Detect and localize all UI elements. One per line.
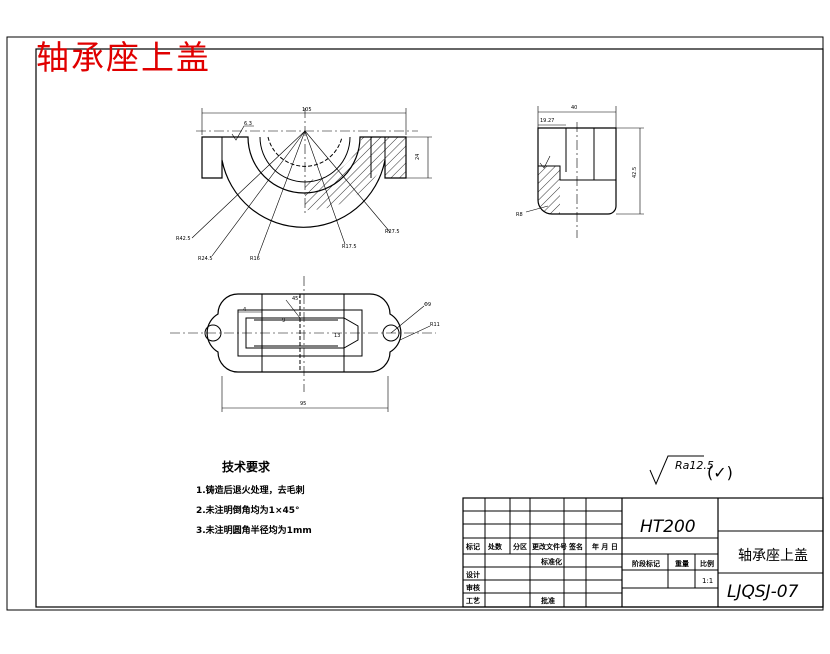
front-dim-width: 105 — [302, 107, 312, 113]
header-mark: 标记 — [465, 542, 480, 551]
stage-mark-label: 阶段标记 — [632, 559, 660, 568]
front-roughness: 6.3 — [244, 121, 252, 127]
material-label: HT200 — [640, 517, 696, 537]
technical-requirements-heading: 技术要求 — [222, 460, 271, 474]
plan-dim-hole: Φ9 — [424, 302, 431, 308]
plan-view — [170, 276, 436, 412]
plan-dim-9: 9 — [282, 318, 285, 324]
front-r3: R16 — [250, 256, 260, 262]
plan-dim-angle: 45° — [292, 296, 301, 302]
surface-finish-value: Ra12.5 — [675, 459, 714, 472]
part-name-label: 轴承座上盖 — [738, 548, 808, 564]
weight-label: 重量 — [675, 559, 689, 568]
front-r1: R42.5 — [176, 236, 191, 242]
side-dim-sub: 19.27 — [540, 118, 554, 124]
plan-dim-depth: 13 — [334, 333, 340, 339]
scale-label: 比例 — [700, 559, 714, 568]
plan-dim-left: 4 — [243, 307, 246, 313]
header-zone: 分区 — [513, 542, 527, 551]
requirement-item-1: 1.铸造后退火处理，去毛刺 — [196, 486, 305, 496]
technical-requirements: 技术要求 1.铸造后退火处理，去毛刺 2.未注明倒角均为1×45° 3.未注明圆… — [196, 458, 446, 543]
drawing-number-label: LJQSJ-07 — [727, 582, 799, 602]
front-r4: R17.5 — [342, 244, 357, 250]
requirement-item-2: 2.未注明倒角均为1×45° — [196, 506, 300, 516]
title-block — [462, 497, 824, 608]
standardization-label: 标准化 — [540, 557, 562, 566]
side-dim-height: 42.5 — [632, 167, 638, 178]
side-radius: R8 — [516, 212, 523, 218]
front-dim-height: 24 — [415, 154, 421, 160]
role-design: 设计 — [466, 570, 480, 579]
role-process: 工艺 — [466, 596, 480, 605]
front-r5: R27.5 — [385, 229, 400, 235]
surface-finish-other: (✓) — [707, 463, 733, 482]
surface-finish-symbol — [649, 455, 704, 486]
role-review: 审核 — [466, 583, 480, 592]
header-count: 处数 — [487, 542, 503, 551]
front-view — [191, 108, 432, 257]
side-dim-width: 40 — [571, 105, 577, 111]
scale-value: 1:1 — [702, 577, 713, 585]
header-change-doc: 更改文件号 — [532, 542, 567, 551]
drawing-title: 轴承座上盖 — [36, 38, 211, 77]
plan-dim-radius: R11 — [430, 322, 440, 328]
plan-dim-overall: 95 — [300, 401, 306, 407]
side-view — [525, 106, 644, 238]
front-r2: R24.5 — [198, 256, 213, 262]
inner-border — [35, 48, 824, 608]
requirement-item-3: 3.未注明圆角半径均为1mm — [196, 526, 312, 536]
approve-label: 批准 — [541, 596, 555, 605]
header-date: 年 月 日 — [592, 542, 618, 551]
header-signature: 签名 — [568, 542, 583, 551]
